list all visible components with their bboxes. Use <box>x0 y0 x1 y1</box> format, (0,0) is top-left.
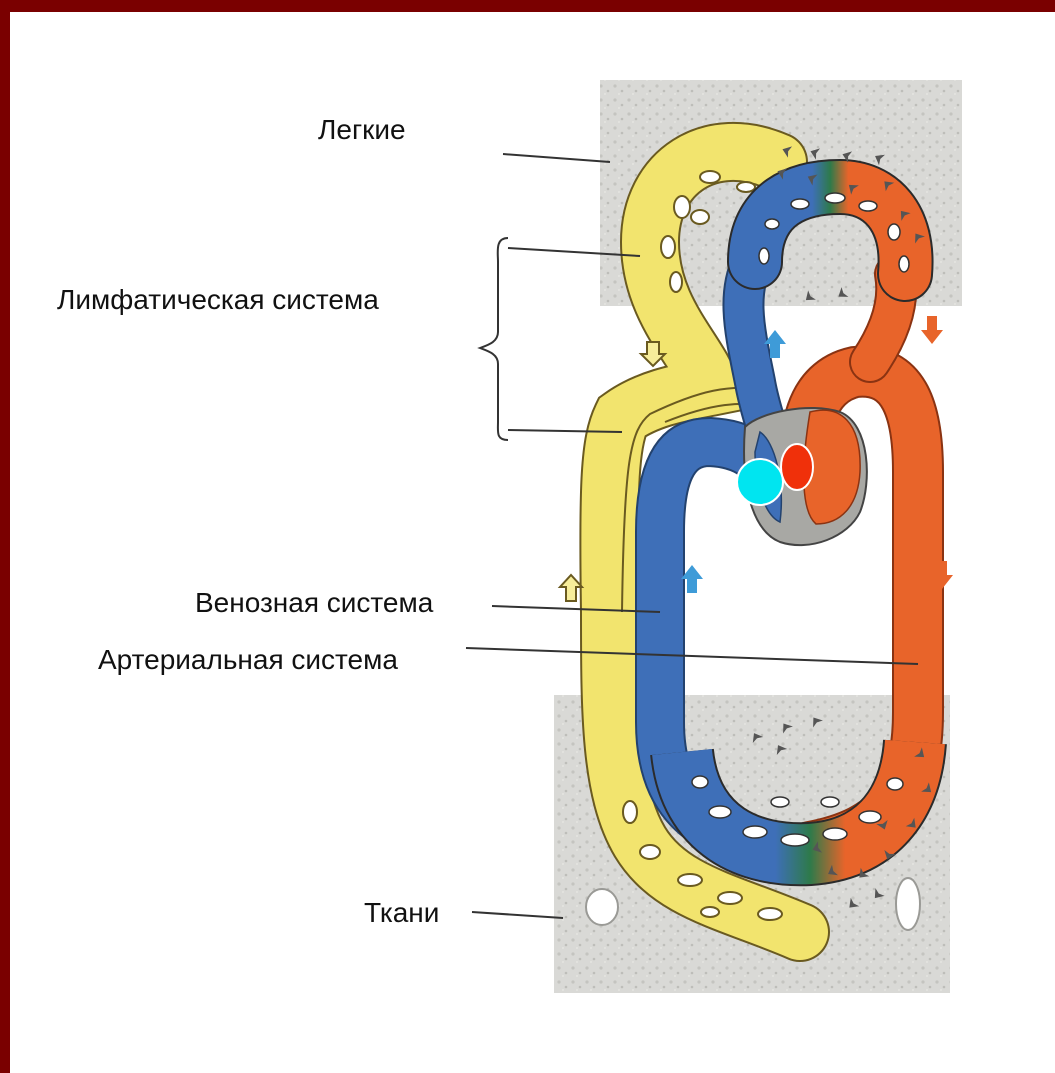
venous-marker <box>737 459 783 505</box>
lymph-flow-arrow <box>560 575 582 601</box>
circulation-diagram <box>10 12 1055 1073</box>
label-arterial-system: Артериальная система <box>98 644 398 676</box>
label-venous-system: Венозная система <box>195 587 433 619</box>
arterial-marker <box>781 444 813 490</box>
label-lymphatic-system: Лимфатическая система <box>57 284 379 316</box>
lymph-bracket <box>480 238 508 440</box>
label-tissues: Ткани <box>364 897 439 929</box>
leader-arterial <box>466 648 918 664</box>
leader-tissues <box>472 912 563 918</box>
leader-lungs <box>503 154 610 162</box>
arterial-flow-arrow <box>921 316 943 344</box>
label-lungs: Легкие <box>318 114 406 146</box>
tissue-cavity <box>896 878 920 930</box>
diagram-frame: Легкие Лимфатическая система Венозная си… <box>10 12 1055 1073</box>
tissue-cavity <box>586 889 618 925</box>
